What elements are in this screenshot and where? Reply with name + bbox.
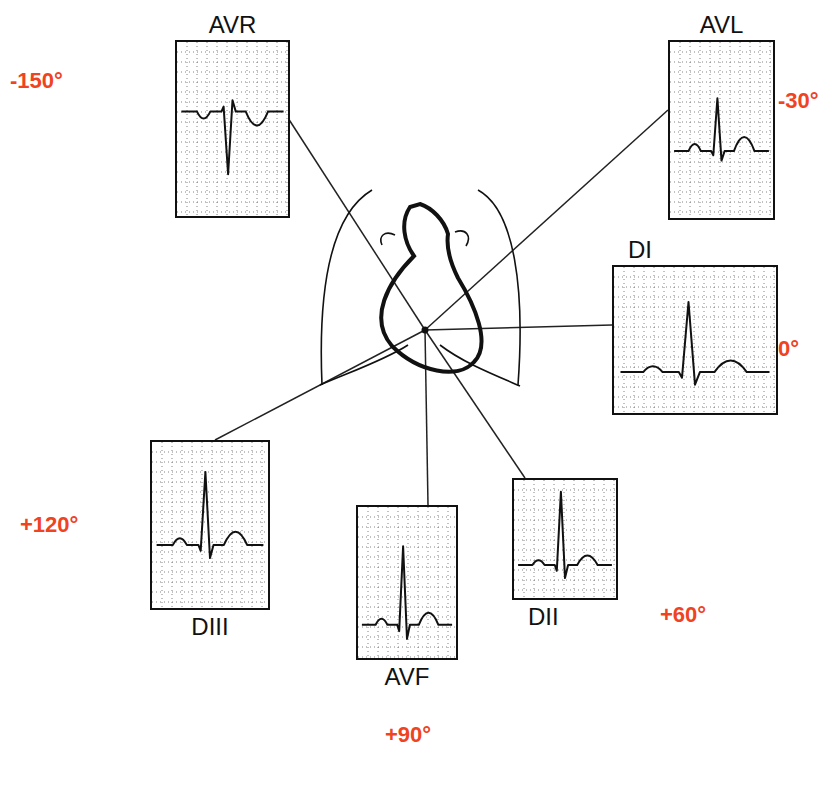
lead-name: AVL [668,12,775,38]
lead-name: DIII [150,614,270,640]
ecg-lead-panel: AVR [175,40,290,218]
ecg-lead-panel: DII [512,478,618,600]
axis-angle: +120° [20,512,78,538]
ecg-strip-drawing [358,507,456,658]
ecg-strip-box [356,505,458,660]
axis-angle: +90° [385,722,431,748]
ecg-strip-box [612,265,778,415]
ecg-strip-box [668,40,775,220]
axis-angle: -30° [778,88,819,114]
axis-angle: 0° [778,336,799,362]
ecg-strip-drawing [670,42,773,218]
di-axis-line [425,325,612,330]
ecg-strip-box [175,40,290,218]
ecg-strip-drawing [177,42,288,216]
torso-outline [320,190,520,386]
ecg-strip-drawing [514,480,616,598]
ecg-strip-box [150,440,270,610]
axis-angle: -150° [10,68,63,94]
ecg-strip-drawing [152,442,268,608]
ecg-lead-panel: DIII [150,440,270,610]
center-point [422,327,429,334]
ecg-strip-box [512,478,618,600]
avf-axis-line [425,330,428,505]
ecg-lead-panel: AVL [668,40,775,220]
heart-outline [381,204,481,372]
lead-name: AVF [356,664,458,690]
axis-angle: +60° [660,602,706,628]
ecg-strip-drawing [614,267,776,413]
lead-name: DI [612,237,778,263]
lead-name: DII [512,604,618,630]
lead-name: AVR [175,12,290,38]
ecg-lead-panel: DI [612,265,778,415]
dii-axis-line [425,330,525,478]
ecg-lead-panel: AVF [356,505,458,660]
